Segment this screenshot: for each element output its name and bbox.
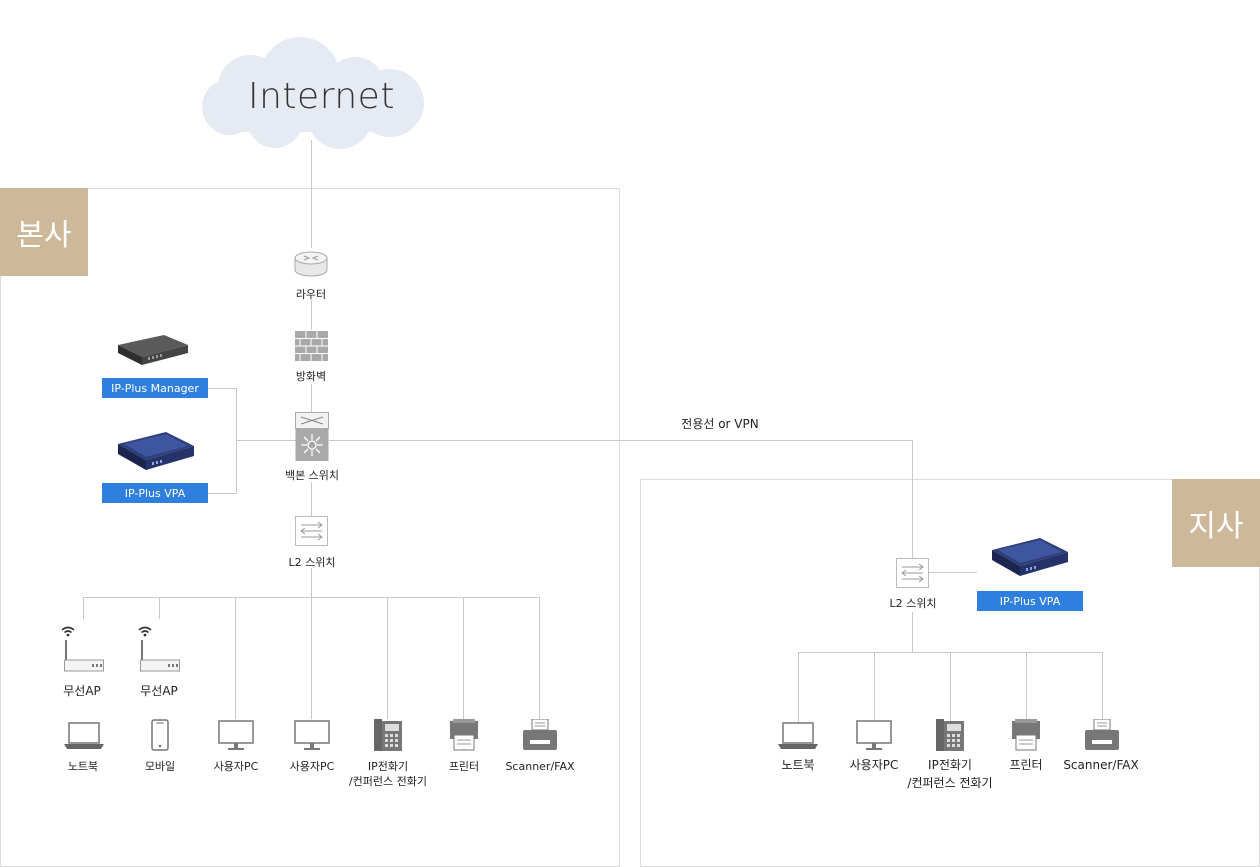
wire [311,300,312,330]
l2-switch-icon [295,516,328,546]
user-pc-label: 사용자PC [289,760,335,773]
ip-phone-label: IP전화기 [367,760,409,773]
access-point-label: 무선AP [63,684,101,698]
scanner-fax-label: Scanner/FAX [1063,758,1139,772]
wire [208,493,236,494]
firewall-label: 방화벽 [295,370,327,383]
hq-tag: 본사 [0,188,88,276]
wire [539,597,540,719]
wire [311,568,312,597]
l2-switch-label: L2 스위치 [288,556,336,569]
wire [950,652,951,722]
user-pc-label: 사용자PC [213,760,259,773]
scanner-fax-label: Scanner/FAX [505,760,575,773]
laptop-icon [64,722,104,749]
backbone-switch-icon [295,412,329,461]
ip-phone-icon [936,719,964,751]
vpa-device-icon [118,432,194,470]
wire [912,440,913,558]
access-point-icon [140,640,180,672]
access-point-icon [64,640,104,672]
wire [311,597,312,719]
printer-label: 프린터 [448,760,480,773]
ip-phone-label: IP전화기 [928,758,972,772]
vpa-tag: IP-Plus VPA [102,483,208,503]
user-pc-label: 사용자PC [849,758,899,772]
laptop-label: 노트북 [781,758,815,772]
wire [912,612,913,652]
wire [311,482,312,516]
wire [874,652,875,722]
mobile-icon [151,719,169,751]
wire [159,597,160,619]
monitor-icon [856,720,892,750]
fax-icon [1085,719,1119,750]
internet-label: Internet [248,76,395,117]
wire [929,572,977,573]
wire [1026,652,1027,722]
wifi-icon [138,626,152,637]
fax-icon [523,719,557,750]
conference-phone-label: /컨퍼런스 전화기 [907,776,993,790]
wire [83,597,84,619]
l2-switch-icon [896,558,929,588]
wire [235,597,236,719]
wire [798,652,799,722]
printer-icon [1012,719,1040,751]
wire [236,440,296,441]
branch-tag: 지사 [1172,479,1260,567]
laptop-label: 노트북 [67,760,99,773]
wire [208,388,236,389]
firewall-icon [295,331,328,361]
wire [311,384,312,412]
manager-tag: IP-Plus Manager [102,378,208,398]
router-icon [294,251,328,277]
link-label: 전용선 or VPN [681,417,759,431]
monitor-icon [294,720,330,750]
laptop-icon [778,722,818,749]
router-label: 라우터 [295,288,327,301]
printer-icon [450,719,478,751]
wire [311,140,312,248]
wire [329,440,912,441]
internet-cloud [202,37,424,149]
wire [463,597,464,719]
conference-phone-label: /컨퍼런스 전화기 [348,775,428,788]
wire [387,597,388,719]
printer-label: 프린터 [1009,758,1043,772]
mobile-label: 모바일 [144,760,176,773]
branch-vpa-tag: IP-Plus VPA [977,591,1083,611]
branch-l2-switch-label: L2 스위치 [889,597,937,610]
monitor-icon [218,720,254,750]
manager-server-icon [118,335,188,365]
wifi-icon [61,626,75,637]
access-point-label: 무선AP [140,684,178,698]
wire [1102,652,1103,722]
vpa-device-icon [992,538,1068,576]
ip-phone-icon [374,719,402,751]
backbone-switch-label: 백본 스위치 [284,469,340,482]
wire [236,388,237,494]
